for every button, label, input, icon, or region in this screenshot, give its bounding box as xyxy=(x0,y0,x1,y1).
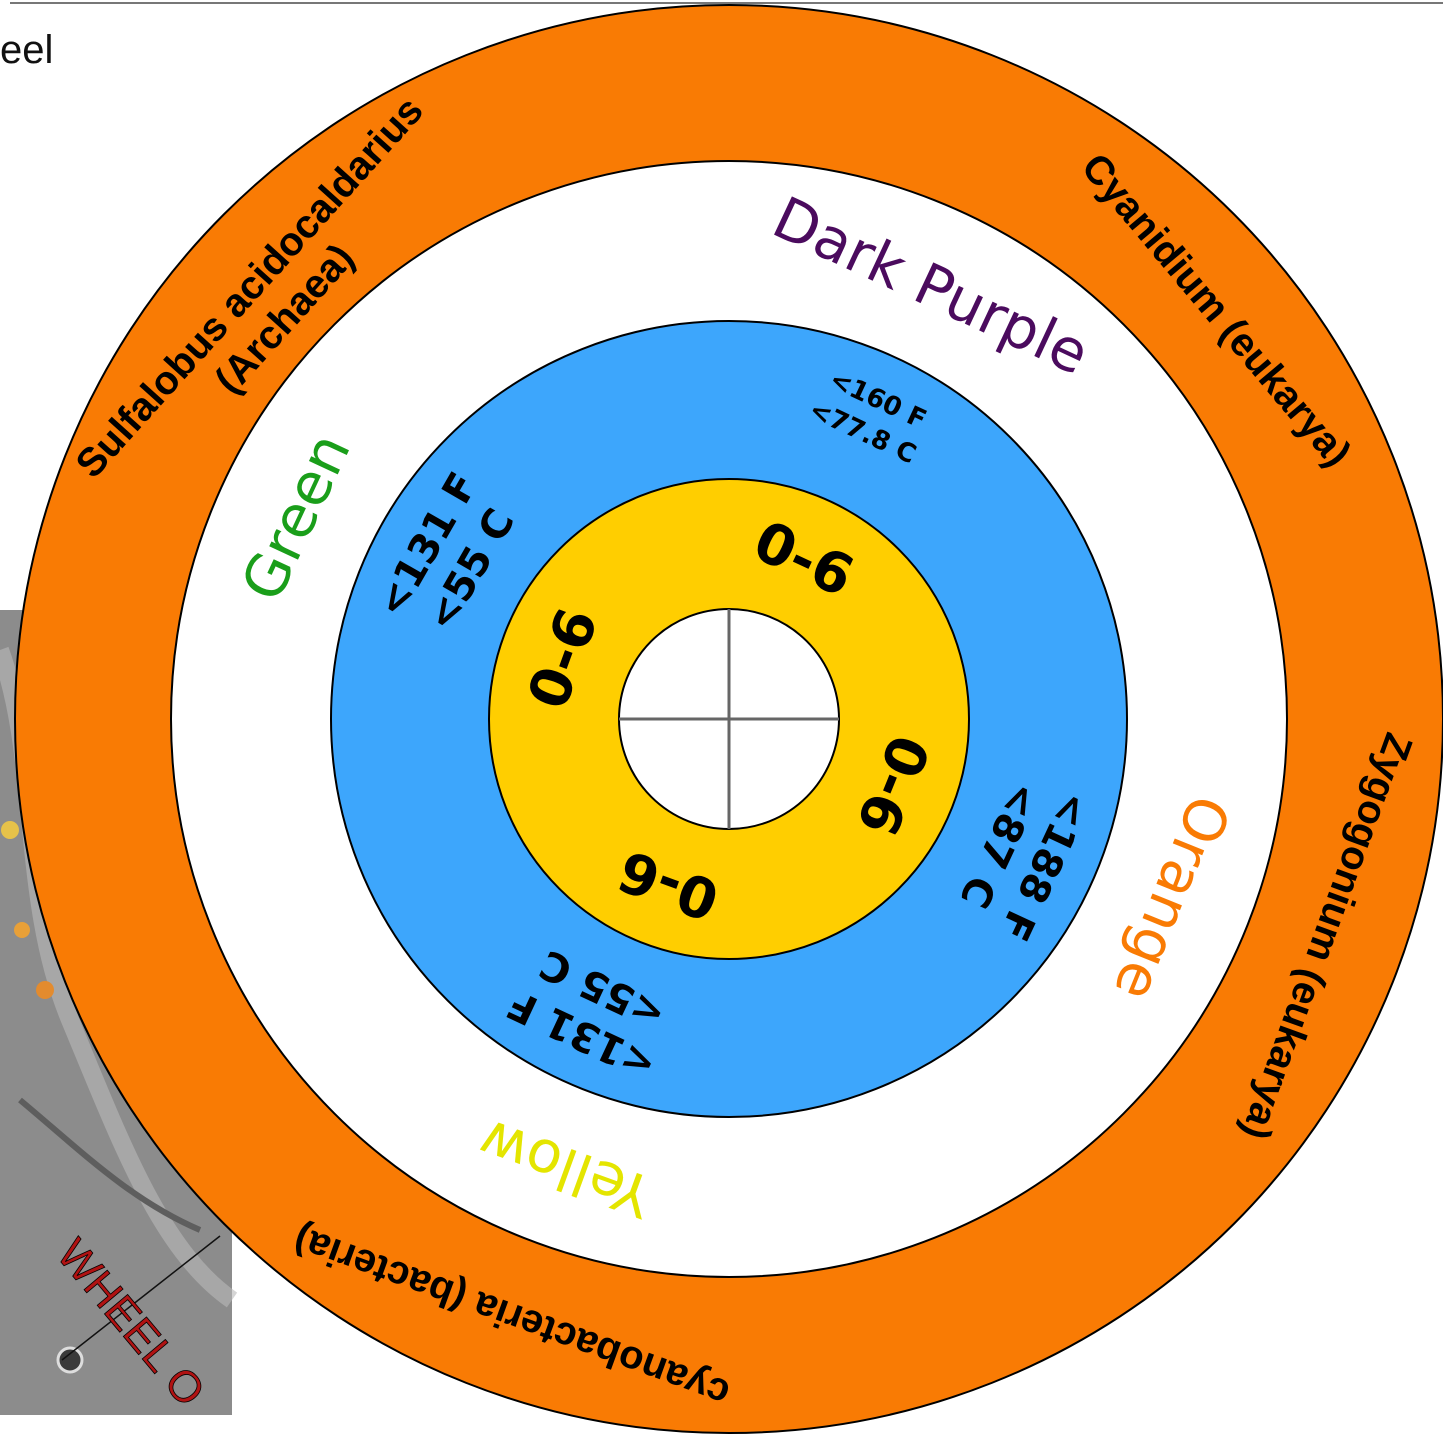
photo-organism-dark xyxy=(56,1346,84,1374)
photo-organism-2 xyxy=(14,922,30,938)
photo-pointer-line xyxy=(61,1235,221,1361)
photo-organism-3 xyxy=(36,981,54,999)
page-title-fragment: eel xyxy=(0,28,54,72)
wheel-rings xyxy=(14,4,1443,1434)
photo-dark-filament xyxy=(18,1097,202,1233)
photo-organism-1 xyxy=(1,821,19,839)
